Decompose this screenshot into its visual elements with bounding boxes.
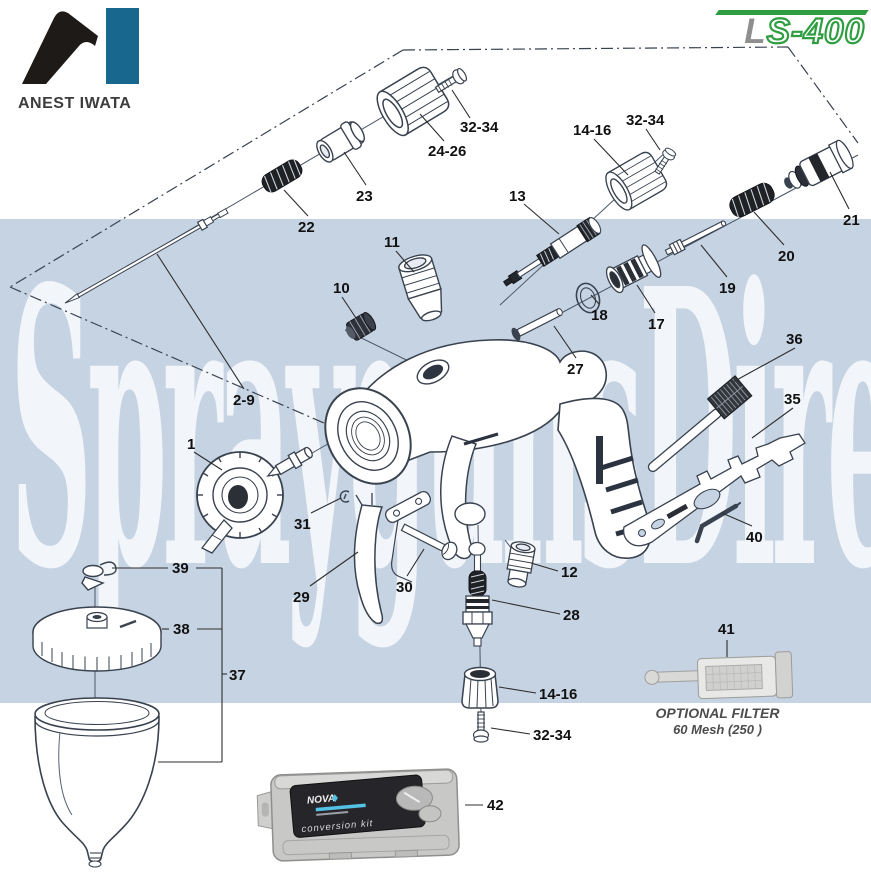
part-label-11: 11 bbox=[384, 234, 400, 251]
part-label-37: 37 bbox=[229, 667, 246, 684]
part-27-valve-rod bbox=[511, 308, 563, 341]
part-label-18: 18 bbox=[591, 307, 608, 324]
gun-handle bbox=[557, 397, 652, 559]
part-32-34-set-screw-upper bbox=[654, 147, 677, 175]
part-35-multi-wrench bbox=[622, 433, 806, 547]
part-label-14-16-upper: 14-16 bbox=[573, 122, 612, 139]
part-14-16-knob-bottom bbox=[461, 666, 499, 709]
part-label-32-34-top: 32-34 bbox=[460, 119, 499, 136]
part-label-23: 23 bbox=[356, 188, 373, 205]
part-label-21: 21 bbox=[843, 212, 860, 229]
part-37-fluid-cup bbox=[34, 697, 160, 868]
part-label-13: 13 bbox=[509, 188, 526, 205]
part-11-cup-joint bbox=[398, 254, 443, 322]
gun-trigger-installed bbox=[440, 435, 477, 560]
ls-400-suffix: S-400 bbox=[765, 12, 865, 51]
ls-400-text: LS-400 bbox=[744, 12, 865, 51]
part-20-valve-spring bbox=[729, 182, 775, 219]
part-32-34-set-screw-top bbox=[434, 67, 468, 94]
anest-iwata-logo: ANEST IWATA bbox=[18, 6, 168, 113]
part-13-needle-packing-assy bbox=[502, 216, 602, 287]
part-22-spring bbox=[261, 158, 303, 194]
part-28-air-valve-stack bbox=[462, 541, 493, 647]
part-12-air-nipple bbox=[506, 541, 536, 588]
part-label-38: 38 bbox=[173, 621, 190, 638]
part-label-24-26: 24-26 bbox=[428, 143, 467, 160]
kit-box-brand-text: NOVA bbox=[307, 793, 336, 806]
part-label-19: 19 bbox=[719, 280, 736, 297]
part-31-e-clip bbox=[339, 490, 350, 503]
logo-blue-bar-icon bbox=[106, 8, 139, 84]
part-label-39: 39 bbox=[172, 560, 189, 577]
optional-filter-line2: 60 Mesh (250 ) bbox=[673, 722, 762, 737]
part-label-22: 22 bbox=[298, 219, 315, 236]
part-label-42: 42 bbox=[487, 797, 504, 814]
gun-body-logo-mark bbox=[463, 432, 499, 446]
part-10-joint-plug bbox=[345, 312, 377, 341]
part-label-12: 12 bbox=[561, 564, 578, 581]
optional-filter-line1: OPTIONAL FILTER bbox=[655, 705, 780, 721]
part-24-26-fluid-adj-knob bbox=[376, 66, 450, 137]
part-17-air-valve-cage bbox=[605, 244, 662, 294]
part-29-trigger-spare bbox=[353, 493, 384, 625]
part-29-bracket-bend bbox=[391, 519, 413, 583]
part-label-41: 41 bbox=[718, 621, 735, 638]
part-label-32-34-upper: 32-34 bbox=[626, 112, 665, 129]
part-19-valve-shaft bbox=[664, 220, 727, 256]
kit-box-label: NOVA conversion kit bbox=[289, 774, 426, 838]
phantom-boundary-lines bbox=[9, 46, 859, 431]
part-36-cleaning-brush bbox=[647, 375, 753, 473]
ls-400-logo: LS-400 bbox=[677, 10, 869, 56]
part-18-o-ring bbox=[575, 282, 601, 314]
part-1-air-cap-set bbox=[196, 451, 284, 554]
part-label-10: 10 bbox=[333, 280, 350, 297]
part-2-9-fluid-nozzle bbox=[266, 446, 313, 477]
gun-handle-logo-band bbox=[596, 436, 603, 484]
part-41-optional-filter bbox=[644, 651, 794, 700]
ls-400-prefix: L bbox=[744, 12, 767, 51]
brand-logo-text: ANEST IWATA bbox=[18, 95, 132, 112]
part-label-29: 29 bbox=[293, 589, 310, 606]
part-label-20: 20 bbox=[778, 248, 795, 265]
part-label-35: 35 bbox=[784, 391, 801, 408]
logo-swoosh-icon bbox=[22, 11, 98, 84]
lid-slot-mark bbox=[119, 619, 137, 629]
optional-filter-caption: OPTIONAL FILTER 60 Mesh (250 ) bbox=[645, 705, 790, 737]
kit-box-logo-star bbox=[331, 794, 338, 803]
part-42-conversion-kit-box: NOVA conversion kit bbox=[256, 768, 460, 862]
part-label-31: 31 bbox=[294, 516, 311, 533]
part-23-air-valve-seat bbox=[316, 121, 365, 163]
part-30-trigger-pin bbox=[400, 523, 458, 561]
part-label-28: 28 bbox=[563, 607, 580, 624]
part-14-16-knob-upper bbox=[605, 151, 668, 211]
gun-fluid-boss bbox=[454, 502, 486, 526]
part-label-14-16-bottom: 14-16 bbox=[539, 686, 578, 703]
part-21-air-valve-set bbox=[784, 139, 854, 189]
anest-iwata-logo-mark bbox=[22, 8, 139, 84]
part-32-34-set-screw-bottom bbox=[472, 711, 490, 743]
part-label-36: 36 bbox=[786, 331, 803, 348]
cup-bracket-lines bbox=[112, 567, 227, 763]
part-40-hex-key bbox=[694, 502, 741, 544]
part-39-vent-cap bbox=[81, 561, 117, 591]
part-label-40: 40 bbox=[746, 529, 763, 546]
leader-lines bbox=[156, 89, 850, 806]
part-label-1: 1 bbox=[187, 436, 196, 453]
part-label-32-34-bottom: 32-34 bbox=[533, 727, 572, 744]
gun-body bbox=[324, 339, 652, 560]
part-label-2-9: 2-9 bbox=[233, 392, 255, 409]
part-2-9-needle bbox=[64, 208, 229, 304]
part-38-cup-lid bbox=[32, 606, 162, 672]
part-label-17: 17 bbox=[648, 316, 665, 333]
part-29-roller-bracket bbox=[384, 491, 432, 523]
part-label-27: 27 bbox=[567, 361, 584, 378]
part-label-30: 30 bbox=[396, 579, 413, 596]
